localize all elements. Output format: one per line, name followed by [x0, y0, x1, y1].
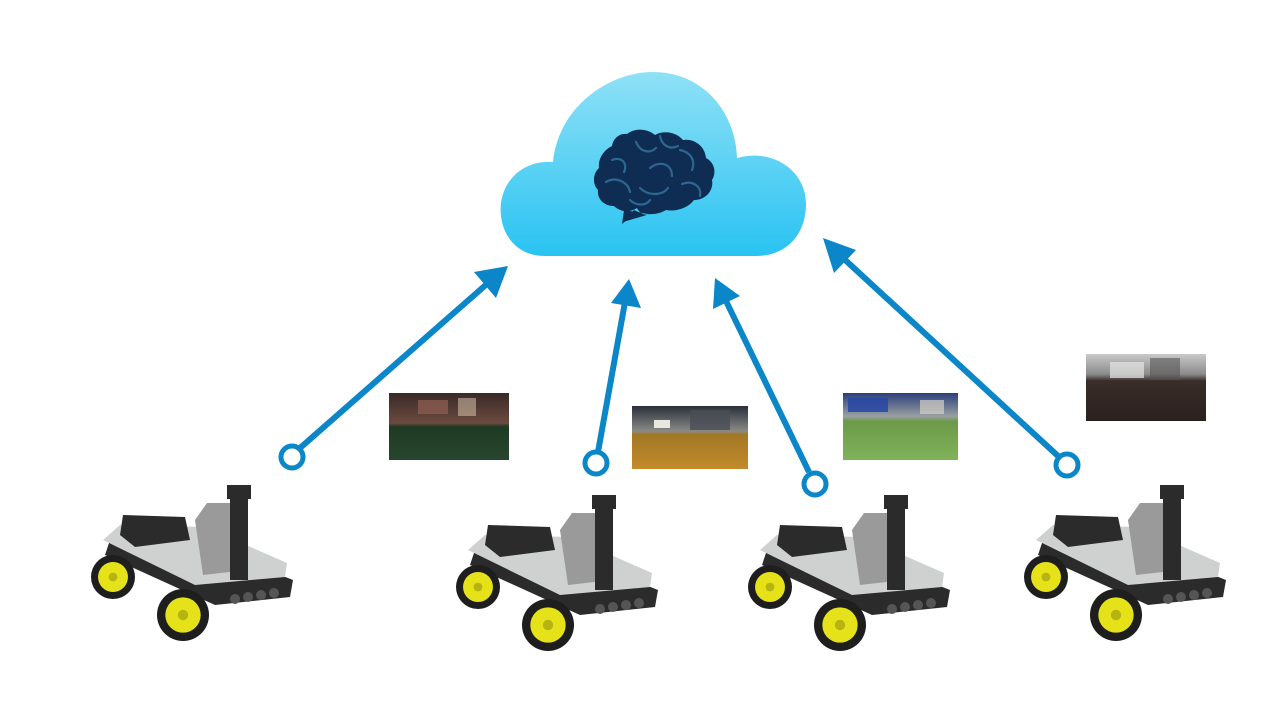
robot-4 — [1024, 485, 1226, 641]
robot-sensor — [913, 600, 923, 610]
robot-wheel-axle — [473, 582, 483, 592]
robot-1 — [91, 485, 293, 641]
arrows — [278, 238, 1081, 498]
robot-sensor — [608, 602, 618, 612]
arrow-robot-3 — [713, 278, 829, 498]
camera-feed-3 — [843, 393, 958, 460]
robot-battery — [1053, 515, 1123, 547]
robot-phone-mount — [230, 495, 248, 580]
robot-sensor — [926, 598, 936, 608]
robot-sensor — [256, 590, 266, 600]
robot-mount-top — [592, 495, 616, 509]
robot-sensor — [269, 588, 279, 598]
robot-2 — [456, 495, 658, 651]
robot-sensor — [1189, 590, 1199, 600]
robot-mount-top — [1160, 485, 1184, 499]
robot-sensor — [243, 592, 253, 602]
cloud — [500, 72, 806, 256]
robot-wheel-axle — [834, 619, 846, 631]
robot-3 — [748, 495, 950, 651]
robot-wheel-axle — [542, 619, 554, 631]
robot-sensor — [621, 600, 631, 610]
robot-sensor — [1202, 588, 1212, 598]
brain-icon — [593, 129, 715, 224]
robot-phone-mount — [1163, 495, 1181, 580]
arrow-robot-4 — [823, 238, 1081, 479]
robot-wheel-axle — [177, 609, 189, 621]
camera-feed-1 — [389, 393, 509, 460]
robot-battery — [120, 515, 190, 547]
camera-feed-2 — [632, 406, 748, 469]
robot-sensor — [900, 602, 910, 612]
robot-phone-mount — [595, 505, 613, 590]
robot-wheel-axle — [108, 572, 118, 582]
arrow-robot-2 — [582, 279, 641, 477]
robot-sensor — [634, 598, 644, 608]
robot-wheel-axle — [765, 582, 775, 592]
robot-sensor — [1163, 594, 1173, 604]
robots — [91, 485, 1226, 651]
robot-battery — [485, 525, 555, 557]
robot-sensor — [1176, 592, 1186, 602]
robot-wheel-axle — [1041, 572, 1051, 582]
robot-sensor — [230, 594, 240, 604]
robot-battery — [777, 525, 847, 557]
robot-wheel-axle — [1110, 609, 1122, 621]
robot-sensor — [887, 604, 897, 614]
robot-phone-mount — [887, 505, 905, 590]
robot-mount-top — [884, 495, 908, 509]
robot-sensor — [595, 604, 605, 614]
arrow-robot-1 — [278, 266, 508, 471]
camera-feed-4 — [1086, 354, 1206, 421]
robot-mount-top — [227, 485, 251, 499]
